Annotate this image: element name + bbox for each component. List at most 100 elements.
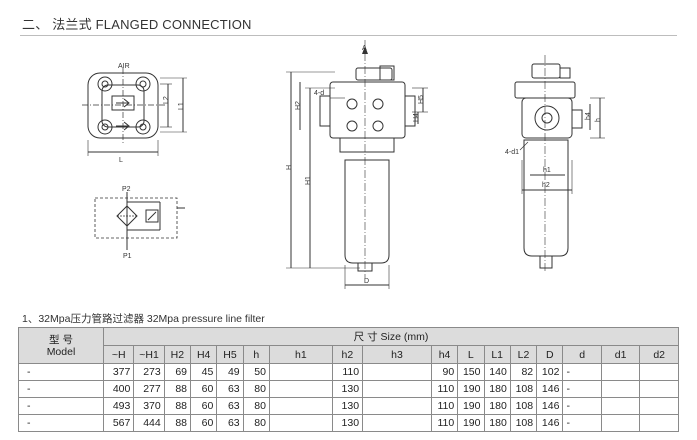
table-cell: 130 [331, 380, 364, 398]
table-cell: 180 [483, 380, 511, 398]
table-cell [639, 414, 679, 432]
column-header-11: L1 [483, 345, 511, 364]
column-header-5: h [242, 345, 270, 364]
table-cell [639, 363, 679, 381]
column-header-3: H4 [190, 345, 218, 364]
column-header-7: h2 [331, 345, 364, 364]
label-D: D [364, 278, 369, 285]
table-cell: 45 [190, 363, 218, 381]
label-P1: P1 [123, 253, 132, 260]
label-h4: h4 [585, 112, 592, 120]
table-cell: 146 [536, 380, 564, 398]
table-cell [362, 380, 432, 398]
table-cell: 80 [242, 380, 270, 398]
table-cell: 49 [216, 363, 244, 381]
table-cell: 190 [457, 397, 485, 415]
table-cell [639, 397, 679, 415]
table-cell [600, 363, 641, 381]
table-cell: 444 [133, 414, 165, 432]
column-header-6: h1 [268, 345, 333, 364]
table-cell [268, 414, 333, 432]
table-cell: 377 [102, 363, 135, 381]
front-view [286, 40, 428, 289]
table-cell: 108 [509, 414, 538, 432]
column-header-13: D [536, 345, 564, 364]
table-cell: 110 [331, 363, 364, 381]
model-cell: - [18, 363, 104, 381]
table-cell [268, 380, 333, 398]
top-view [82, 68, 187, 156]
table-cell: 273 [133, 363, 165, 381]
column-header-14: d [562, 345, 602, 364]
table-cell: 50 [242, 363, 270, 381]
label-A: A [362, 45, 367, 52]
table-cell [362, 397, 432, 415]
label-d1: 4-d1 [505, 149, 519, 156]
size-header: 尺 寸 Size (mm) [103, 327, 679, 346]
table-cell: - [562, 380, 602, 398]
table-cell: 140 [483, 363, 511, 381]
label-air: AIR [118, 63, 130, 70]
table-cell [362, 363, 432, 381]
table-cell: 180 [483, 397, 511, 415]
table-cell: 63 [216, 414, 244, 432]
table-cell: 190 [457, 380, 485, 398]
label-P2: P2 [122, 186, 131, 193]
table-cell: - [562, 363, 602, 381]
label-h: h [595, 118, 602, 122]
table-cell: 102 [536, 363, 564, 381]
table-cell: 370 [133, 397, 165, 415]
table-cell: 63 [216, 397, 244, 415]
section-divider [20, 35, 677, 36]
label-H: H [286, 165, 293, 170]
label-L2: L2 [163, 96, 170, 104]
table-cell: 400 [102, 380, 135, 398]
table-cell: 180 [483, 414, 511, 432]
table-cell: 80 [242, 397, 270, 415]
table-cell: 60 [190, 414, 218, 432]
table-cell [268, 397, 333, 415]
table-cell: 108 [509, 380, 538, 398]
table-cell [600, 414, 641, 432]
table-cell: 110 [430, 414, 459, 432]
table-cell: 69 [163, 363, 192, 381]
column-header-12: L2 [509, 345, 538, 364]
label-H2: H2 [295, 101, 302, 110]
column-header-1: ~H1 [133, 345, 165, 364]
table-cell: 88 [163, 414, 192, 432]
table-cell: - [562, 397, 602, 415]
table-cell: 60 [190, 380, 218, 398]
table-cell: 110 [430, 397, 459, 415]
table-cell: 88 [163, 380, 192, 398]
table-cell: 110 [430, 380, 459, 398]
label-h2: h2 [542, 182, 550, 189]
table-cell: - [562, 414, 602, 432]
label-H5: H5 [418, 95, 425, 104]
table-cell: 63 [216, 380, 244, 398]
column-header-4: H5 [216, 345, 244, 364]
table-cell: 190 [457, 414, 485, 432]
table-cell: 493 [102, 397, 135, 415]
model-cell: - [18, 380, 104, 398]
label-H1: H1 [305, 176, 312, 185]
table-cell: 82 [509, 363, 538, 381]
table-cell [268, 363, 333, 381]
side-view [514, 55, 605, 272]
label-L: L [119, 157, 123, 164]
section-title: 二、 法兰式 FLANGED CONNECTION [22, 17, 252, 32]
table-cell [639, 380, 679, 398]
model-cell: - [18, 397, 104, 415]
table-cell: 277 [133, 380, 165, 398]
table-cell: 88 [163, 397, 192, 415]
label-H4: H4 [413, 113, 420, 122]
table-cell: 146 [536, 397, 564, 415]
table-cell: 90 [430, 363, 459, 381]
table-cell: 80 [242, 414, 270, 432]
column-header-8: h3 [362, 345, 432, 364]
column-header-9: h4 [430, 345, 459, 364]
table-cell: 146 [536, 414, 564, 432]
label-d: 4-d [314, 90, 324, 97]
